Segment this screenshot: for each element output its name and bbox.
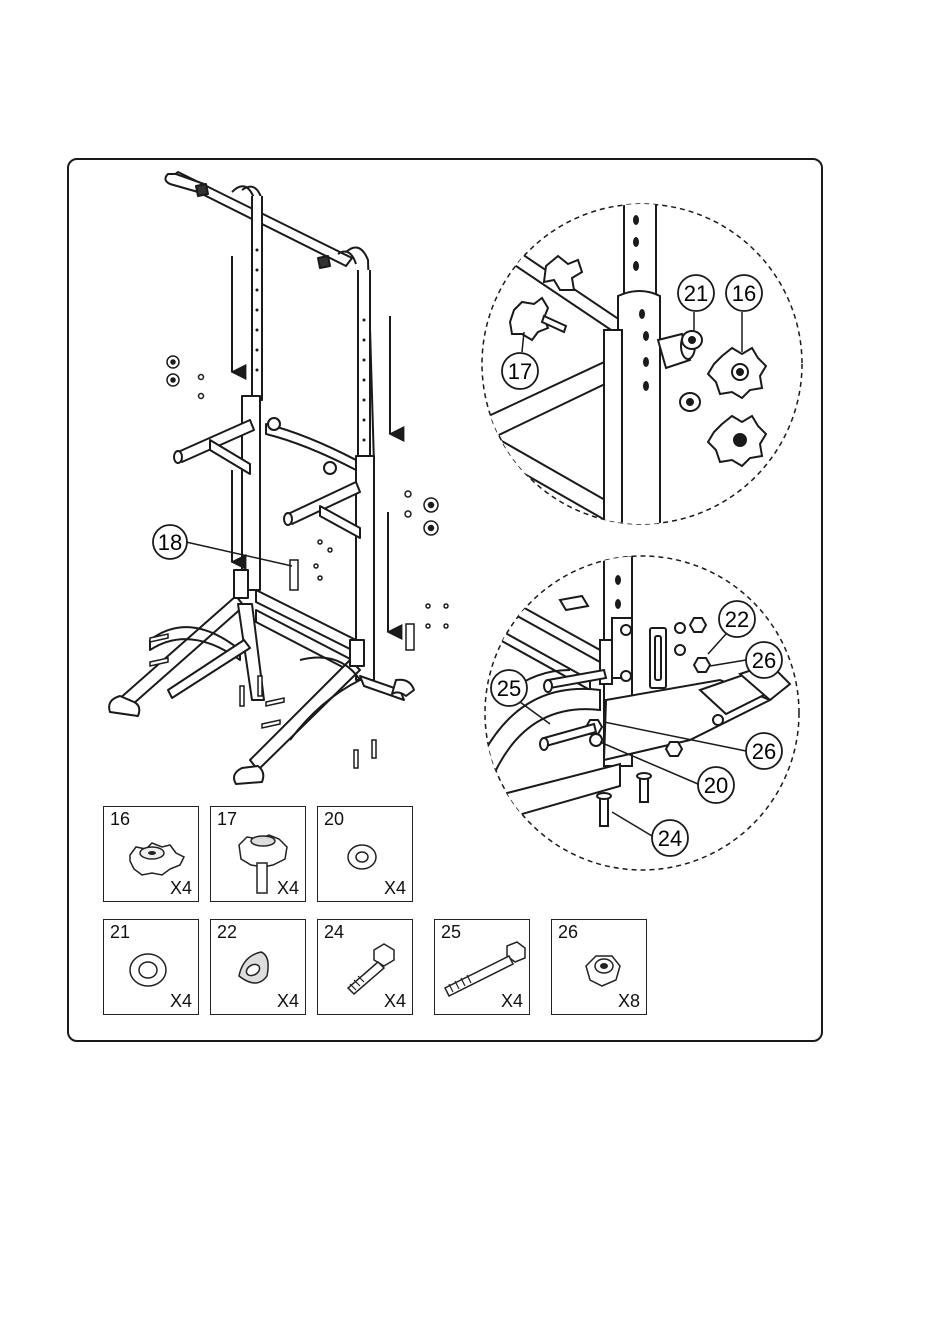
- callout-21-label: 21: [684, 281, 708, 306]
- part-quantity: X4: [384, 991, 406, 1011]
- part-quantity: X4: [170, 878, 192, 898]
- part-box-25: 25 X4: [434, 919, 530, 1015]
- part-box-17: 17 X4: [210, 806, 306, 902]
- part-quantity: X4: [501, 991, 523, 1011]
- callout-18-label: 18: [158, 530, 182, 555]
- part-box-26: 26 X8: [551, 919, 647, 1015]
- callout-18: 18: [153, 525, 292, 566]
- part-box-24: 24 X4: [317, 919, 413, 1015]
- part-quantity: X4: [277, 878, 299, 898]
- exploded-hardware: [150, 356, 448, 768]
- part-box-16: 16 X4: [103, 806, 199, 902]
- callout-22-label: 22: [725, 607, 749, 632]
- callout-26-top-label: 26: [752, 648, 776, 673]
- callout-20-label: 20: [704, 773, 728, 798]
- part-box-20: 20 X4: [317, 806, 413, 902]
- part-quantity: X4: [384, 878, 406, 898]
- detail-view-top: 21 16 17: [480, 200, 802, 540]
- callout-26-bottom-label: 26: [752, 739, 776, 764]
- part-quantity: X4: [277, 991, 299, 1011]
- part-box-22: 22 X4: [210, 919, 306, 1015]
- callout-17-label: 17: [508, 359, 532, 384]
- callout-24-label: 24: [658, 826, 682, 851]
- part-quantity: X8: [618, 991, 640, 1011]
- upright-holes: [256, 249, 366, 442]
- detail-view-bottom: 22 26 25 26 20 24: [480, 556, 799, 870]
- part-quantity: X4: [170, 991, 192, 1011]
- callout-25-label: 25: [497, 676, 521, 701]
- callout-16-label: 16: [732, 281, 756, 306]
- part-box-21: 21 X4: [103, 919, 199, 1015]
